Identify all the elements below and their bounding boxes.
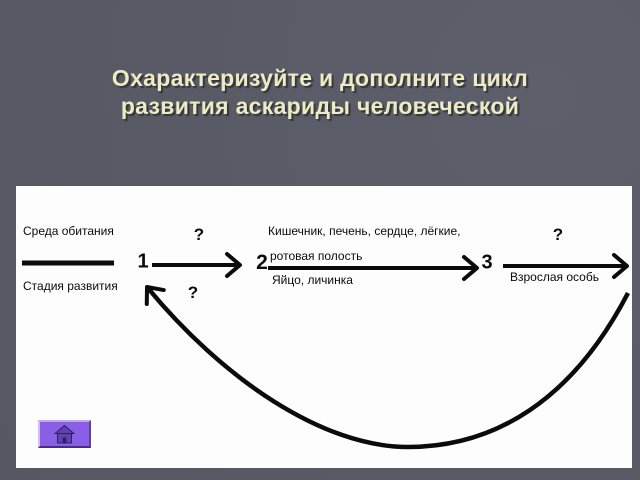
return-curve-arrow (144, 285, 630, 450)
title-line-1: Охарактеризуйте и дополните цикл (111, 65, 529, 91)
node-1: 1 (137, 250, 149, 273)
adult-label: Взрослая особь (510, 270, 599, 284)
title-line-2: развития аскариды человеческой (120, 93, 520, 119)
home-icon (54, 424, 75, 444)
node-3: 3 (481, 251, 493, 274)
slide-title: Охарактеризуйте и дополните цикл развити… (0, 64, 640, 120)
question-above-arrow1: ? (193, 225, 205, 244)
diagram-panel: Среда обитания Стадия развития 1 ? ? 2 К… (16, 186, 632, 468)
node-2: 2 (256, 251, 268, 274)
question-below-arrow1: ? (187, 283, 199, 302)
organs-line-2: ротовая полость (270, 249, 363, 263)
question-above-arrow3: ? (552, 225, 564, 244)
diagram-arrows (22, 252, 630, 450)
organs-line-1: Кишечник, печень, сердце, лёгкие, (268, 224, 461, 238)
habitat-label: Среда обитания (23, 224, 114, 238)
stage-label: Стадия развития (23, 279, 118, 293)
egg-larva-label: Яйцо, личинка (272, 273, 353, 287)
home-button[interactable] (38, 420, 91, 448)
